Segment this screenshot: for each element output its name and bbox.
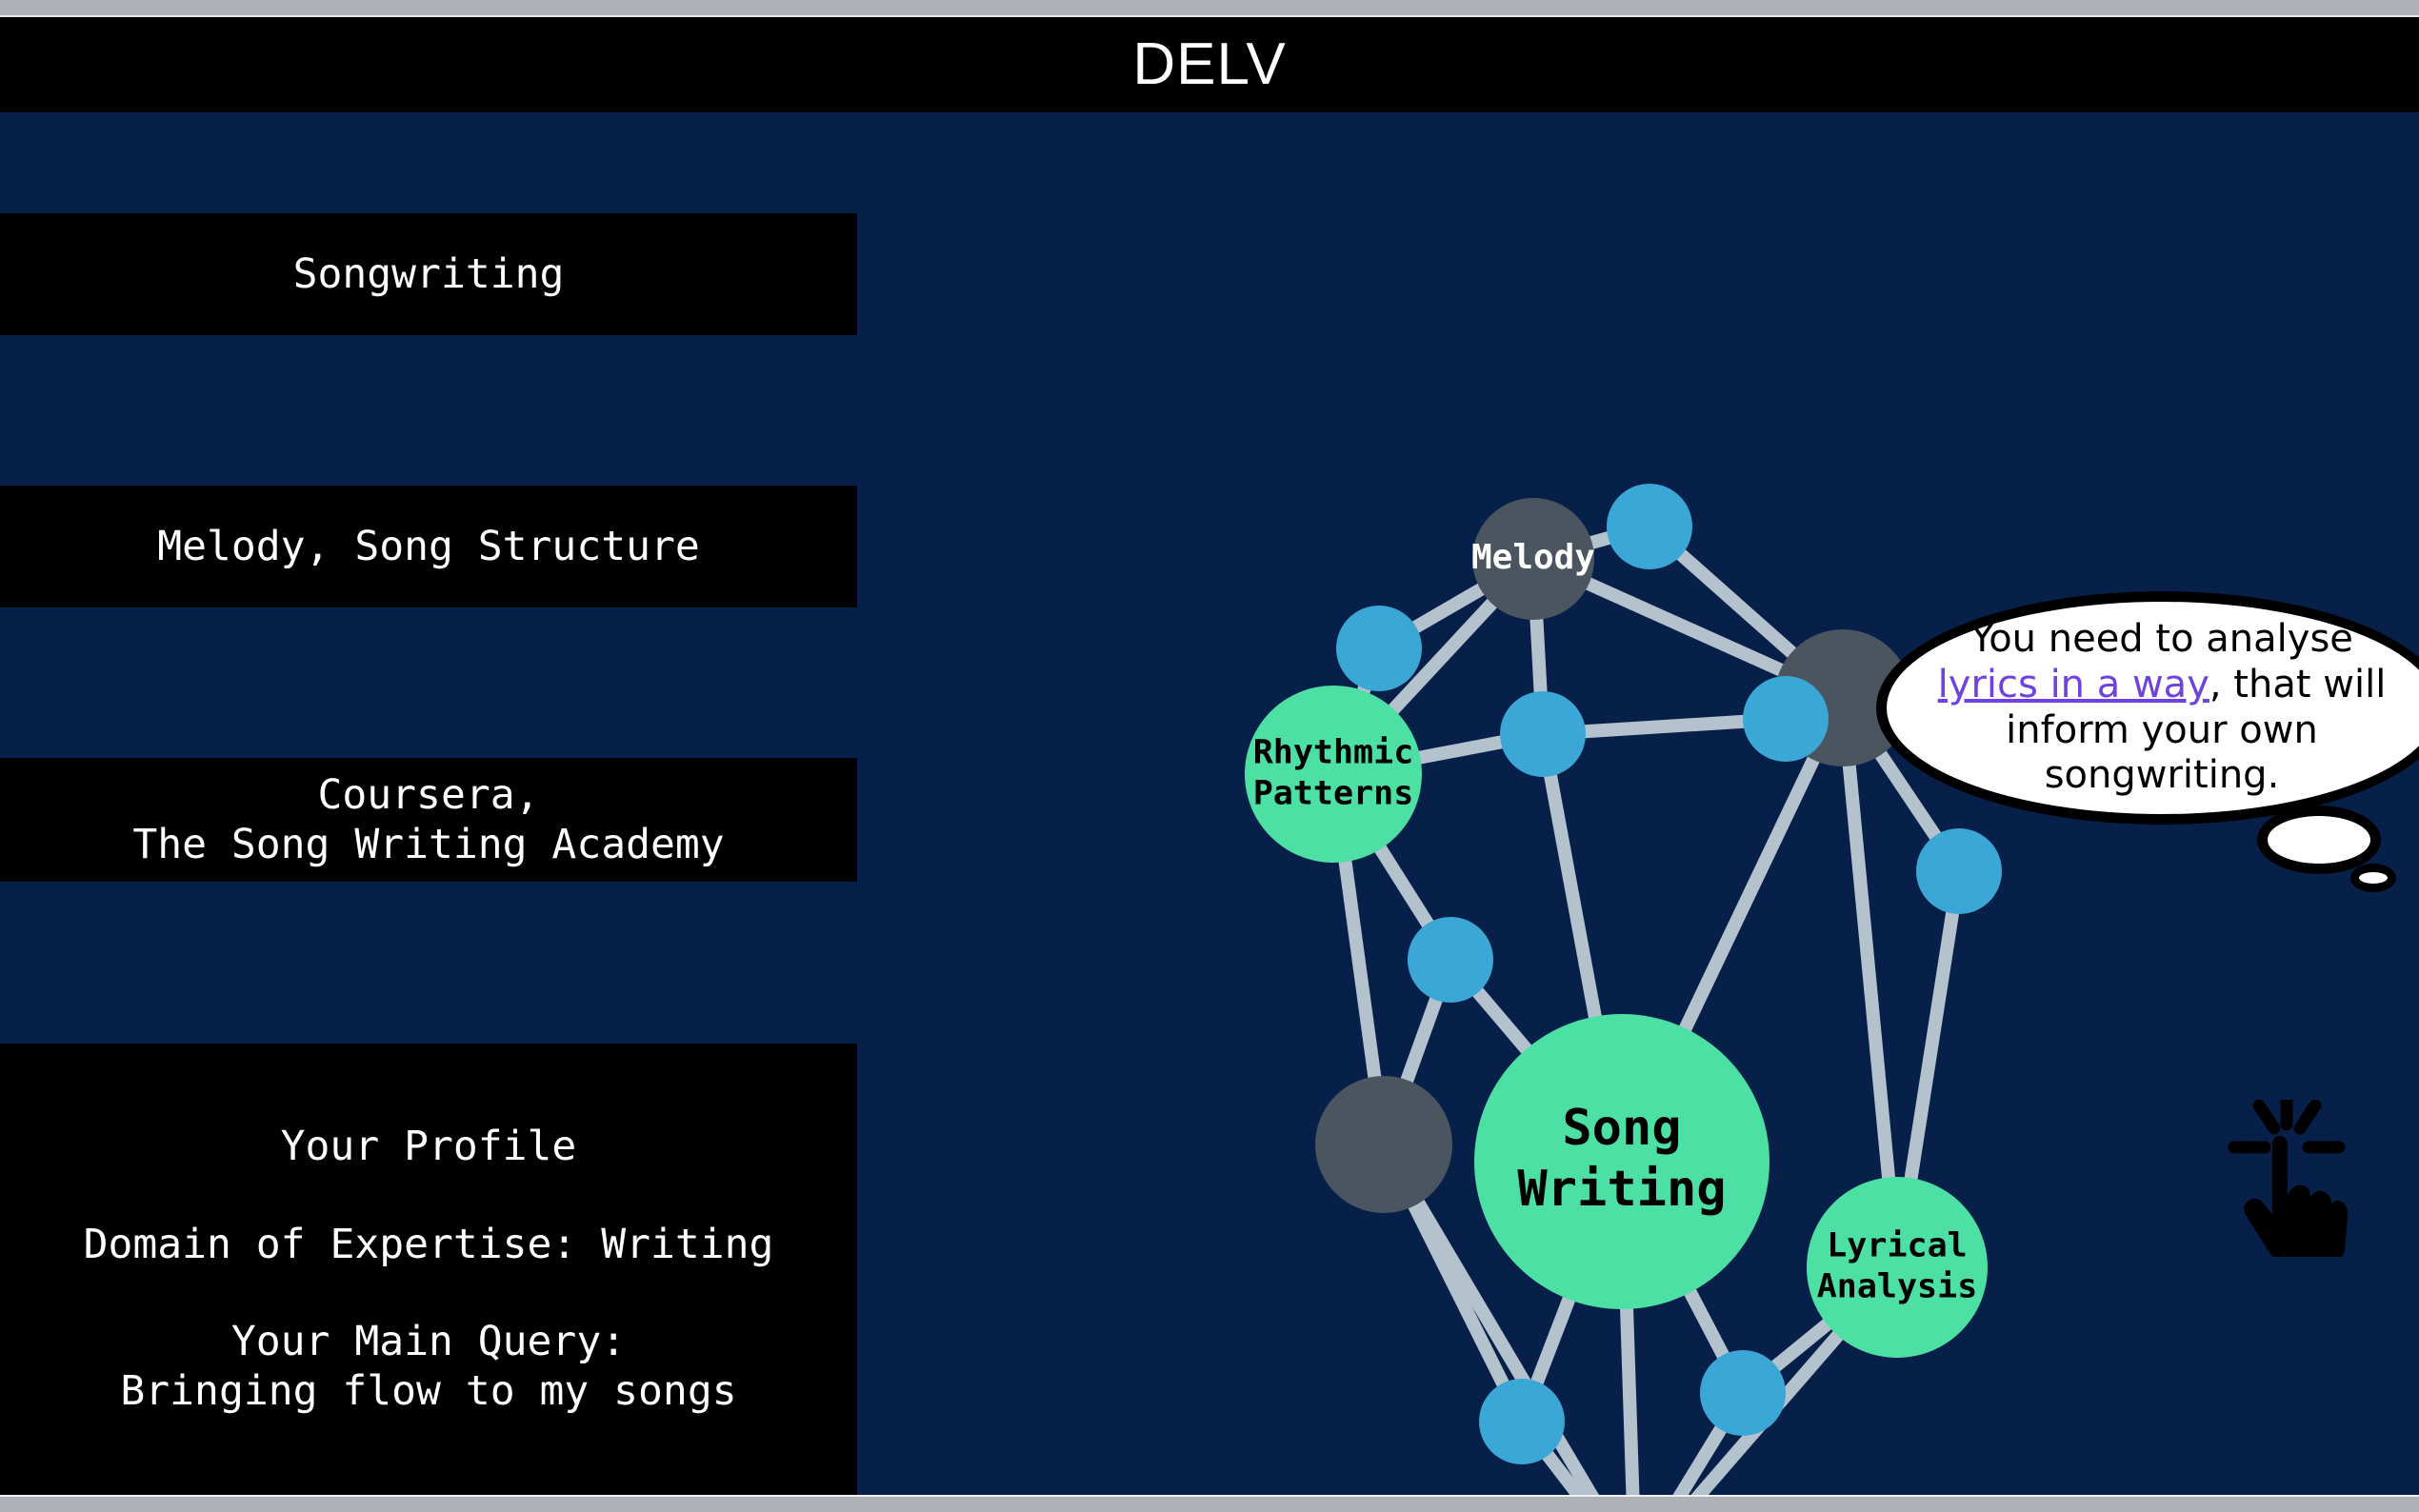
- graph-node-circle[interactable]: [1336, 606, 1422, 691]
- graph-node-blue-top[interactable]: [1607, 484, 1692, 569]
- graph-node-circle[interactable]: [1472, 498, 1594, 620]
- tap-hand-icon: [2225, 1093, 2349, 1261]
- graph-edge: [1377, 1141, 1599, 1495]
- panel-profile[interactable]: Your Profile Domain of Expertise: Writin…: [0, 1044, 857, 1495]
- profile-query-value: Bringing flow to my songs: [120, 1367, 737, 1416]
- bubble-text-before: You need to analyse: [1970, 617, 2353, 662]
- speech-bubble-tail-small: [2350, 864, 2396, 892]
- speech-bubble-tail-large: [2257, 806, 2381, 874]
- panel-sources[interactable]: Coursera, The Song Writing Academy: [0, 758, 857, 882]
- graph-node-circle[interactable]: [1500, 691, 1586, 777]
- speech-bubble: You need to analyse lyrics in a way, tha…: [1876, 591, 2419, 892]
- graph-node-circle[interactable]: [1408, 917, 1493, 1003]
- profile-query-heading: Your Main Query:: [230, 1318, 627, 1365]
- graph-node-blue-lowerright[interactable]: [1700, 1350, 1786, 1436]
- graph-node-circle[interactable]: [1315, 1076, 1452, 1213]
- graph-canvas[interactable]: MelodyRhythmicPatternsSongWritingSheetMu…: [857, 112, 2419, 1495]
- graph-node-circle[interactable]: [1743, 676, 1829, 762]
- speech-bubble-text: You need to analyse lyrics in a way, tha…: [1936, 617, 2388, 798]
- app-brand-title: DELV: [1132, 31, 1287, 97]
- source-line-1: Coursera,: [317, 770, 540, 819]
- graph-node-circle[interactable]: [1807, 1177, 1988, 1358]
- panel-subtopics[interactable]: Melody, Song Structure: [0, 486, 857, 607]
- profile-domain: Domain of Expertise: Writing: [83, 1220, 774, 1268]
- graph-node-blue-right[interactable]: [1916, 828, 2002, 914]
- graph-node-circle[interactable]: [1474, 1014, 1769, 1309]
- source-line-2: The Song Writing Academy: [132, 821, 725, 868]
- knowledge-graph[interactable]: MelodyRhythmicPatternsSongWritingSheetMu…: [857, 112, 2419, 1495]
- bubble-link-lyrics-in-a-way[interactable]: lyrics in a way: [1937, 662, 2209, 706]
- panel-topic[interactable]: Songwriting: [0, 213, 857, 335]
- profile-heading: Your Profile: [280, 1123, 577, 1171]
- bubble-text-after: , that will inform your own songwriting.: [2006, 662, 2387, 798]
- graph-node-circle[interactable]: [1916, 828, 2002, 914]
- graph-node-circle[interactable]: [1479, 1379, 1565, 1464]
- subtopic-label: Melody, Song Structure: [157, 522, 700, 570]
- window-chrome-top: [0, 0, 2419, 17]
- graph-node-blue-mid[interactable]: [1743, 676, 1829, 762]
- graph-node-blue-lowerleft[interactable]: [1479, 1379, 1565, 1464]
- title-bar: DELV: [0, 17, 2419, 112]
- graph-node-circle[interactable]: [1700, 1350, 1786, 1436]
- graph-node-gray-left[interactable]: [1315, 1076, 1452, 1213]
- graph-node-blue-upperleft[interactable]: [1336, 606, 1422, 691]
- window-chrome-bottom: [0, 1495, 2419, 1512]
- app-body: Songwriting Melody, Song Structure Cours…: [0, 112, 2419, 1495]
- graph-node-circle[interactable]: [1245, 686, 1422, 863]
- graph-node-melody[interactable]: Melody: [1471, 498, 1595, 620]
- graph-node-layer[interactable]: MelodyRhythmicPatternsSongWritingSheetMu…: [1245, 484, 2002, 1495]
- graph-node-blue-leftmid[interactable]: [1408, 917, 1493, 1003]
- speech-bubble-body: You need to analyse lyrics in a way, tha…: [1876, 591, 2419, 825]
- topic-label: Songwriting: [292, 249, 565, 298]
- graph-node-label: Melody: [1471, 538, 1595, 577]
- graph-node-blue-center[interactable]: [1500, 691, 1586, 777]
- graph-node-circle[interactable]: [1607, 484, 1692, 569]
- graph-edge: [1836, 697, 1904, 1268]
